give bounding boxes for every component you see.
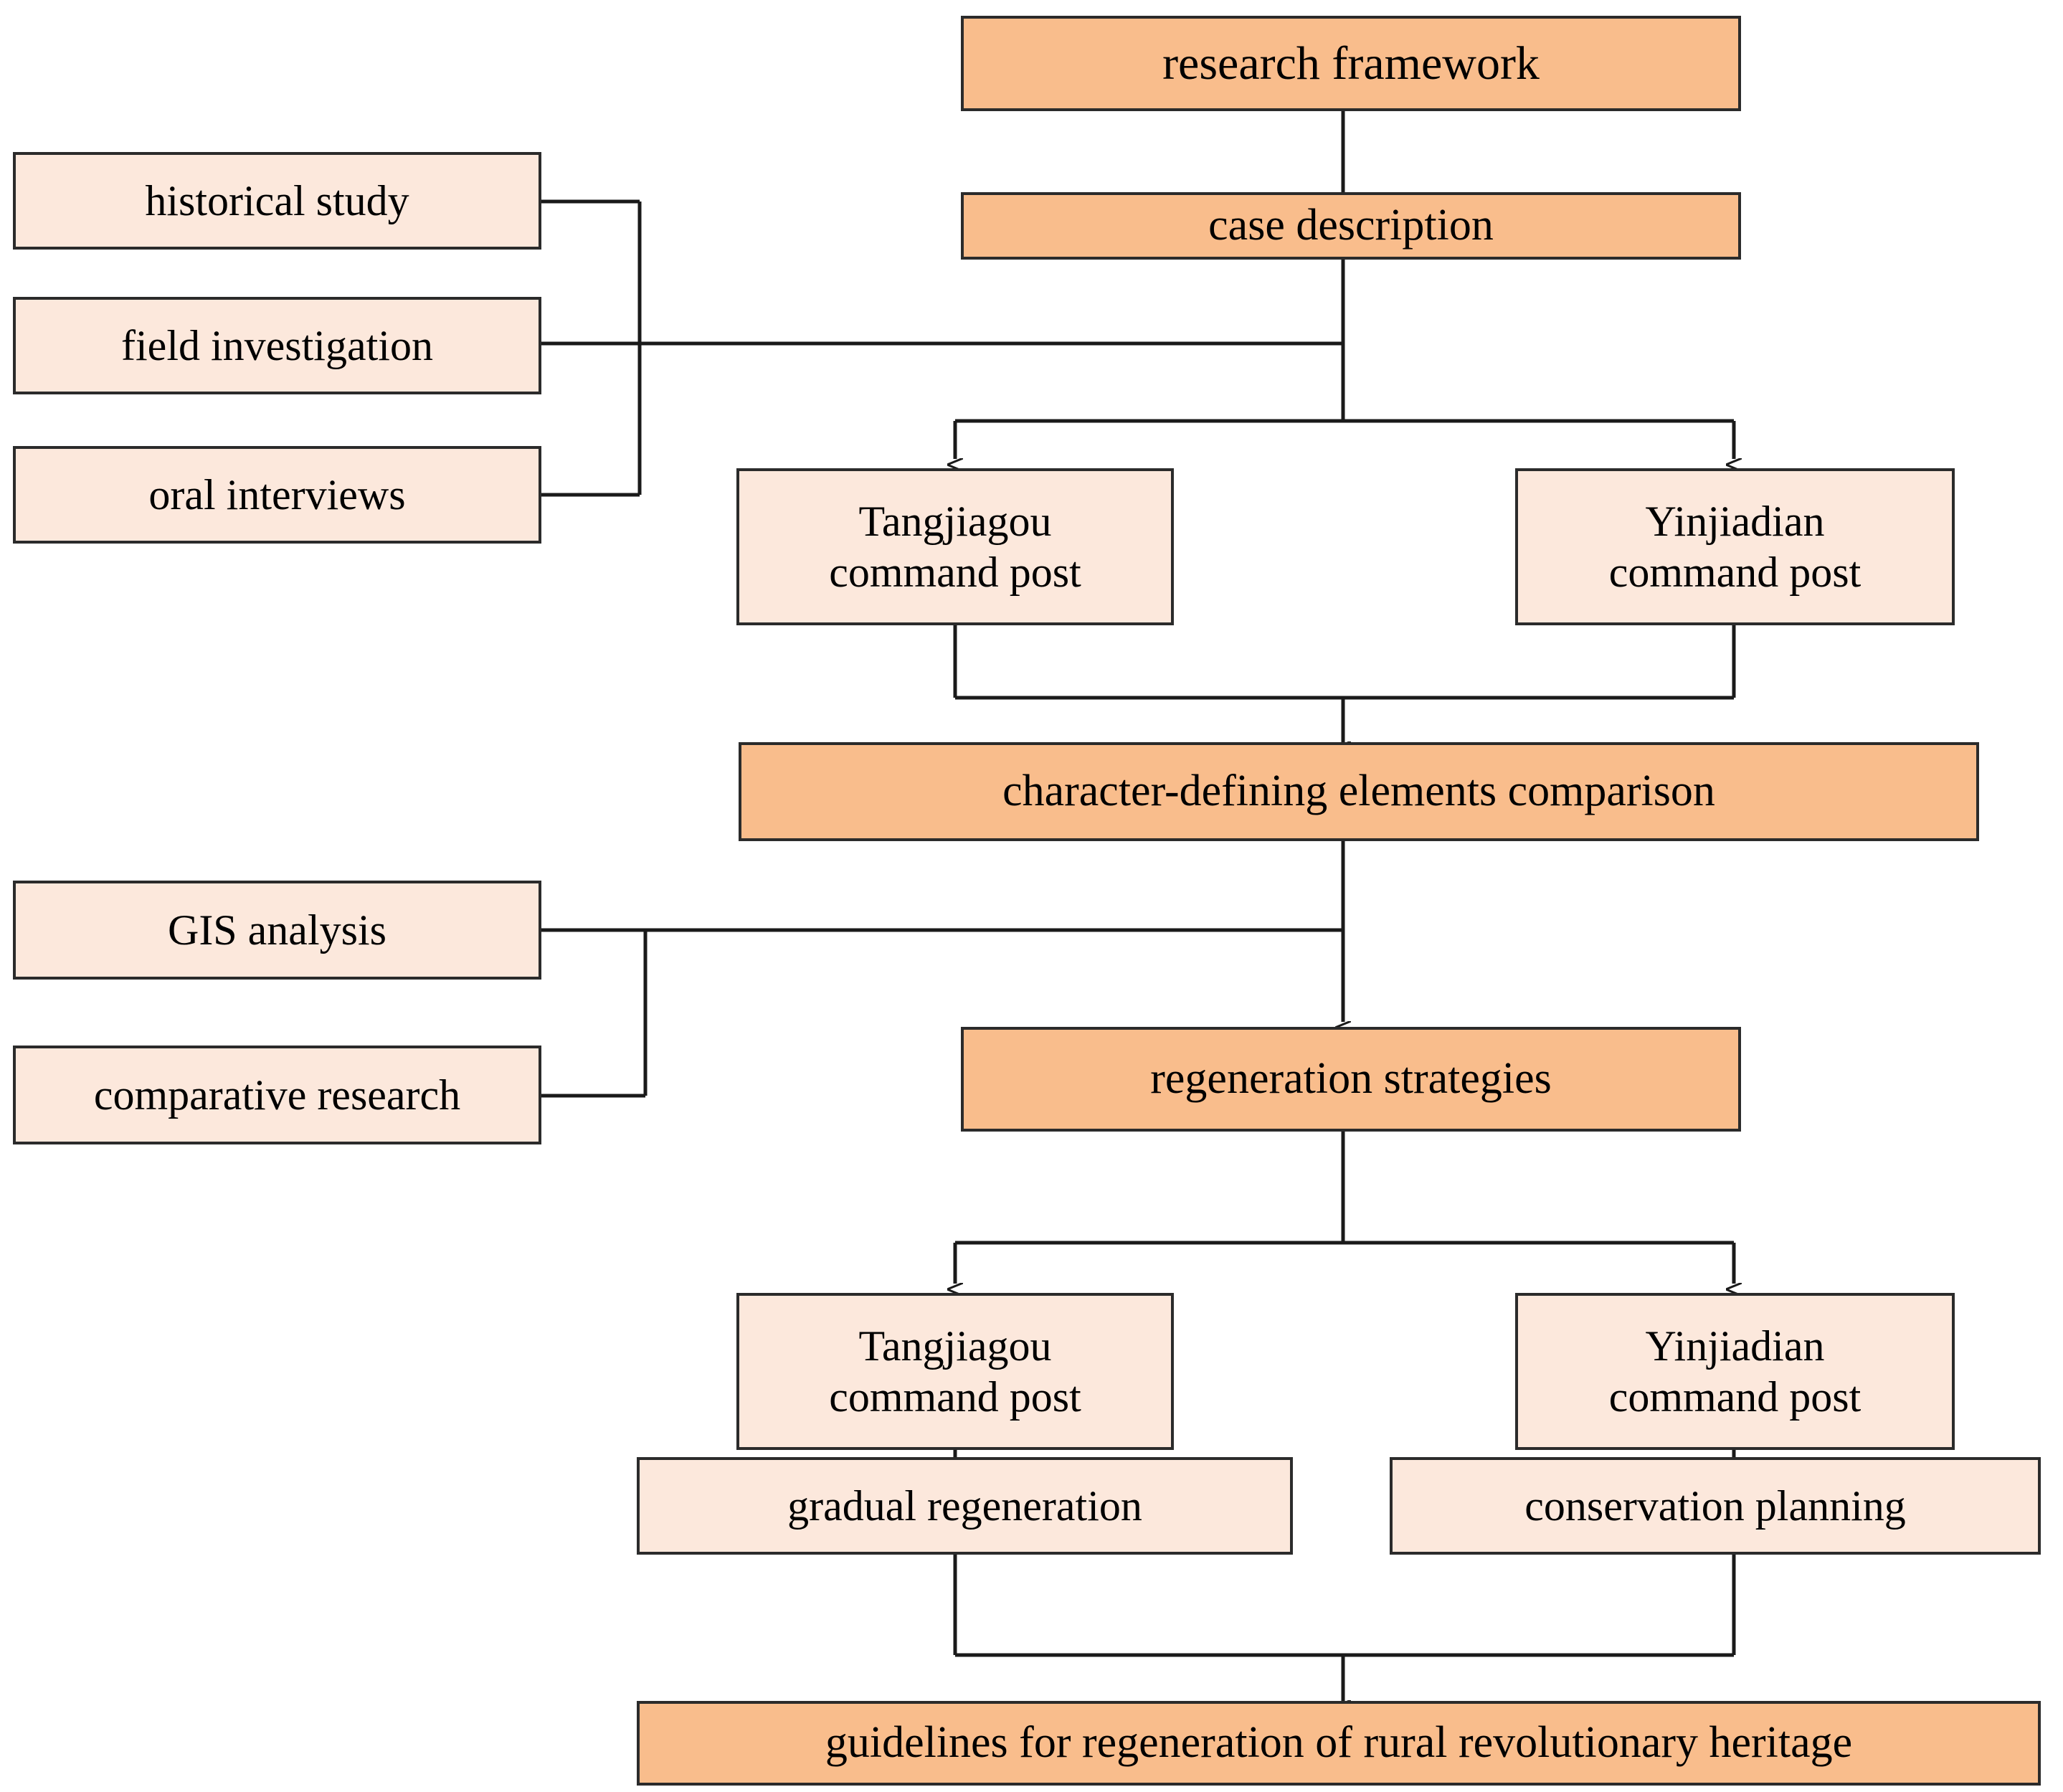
node-conservation-planning-label: conservation planning	[1524, 1482, 1906, 1530]
node-yinjiadian-command-post-bottom[interactable]: Yinjiadian command post	[1515, 1293, 1955, 1450]
node-gis-analysis-label: GIS analysis	[168, 906, 386, 954]
node-research-framework-label: research framework	[1162, 37, 1540, 90]
node-tangjiagou-command-post-bottom[interactable]: Tangjiagou command post	[736, 1293, 1174, 1450]
node-comparative-research-label: comparative research	[93, 1071, 461, 1119]
node-conservation-planning[interactable]: conservation planning	[1390, 1457, 2041, 1555]
node-yinjiadian-command-post-top[interactable]: Yinjiadian command post	[1515, 468, 1955, 625]
node-guidelines-for-regeneration[interactable]: guidelines for regeneration of rural rev…	[637, 1701, 2041, 1786]
node-gradual-regeneration[interactable]: gradual regeneration	[637, 1457, 1293, 1555]
node-character-defining-elements-comparison-label: character-defining elements comparison	[1002, 767, 1715, 816]
node-case-description[interactable]: case description	[961, 192, 1741, 260]
node-oral-interviews-label: oral interviews	[148, 470, 406, 518]
node-gis-analysis[interactable]: GIS analysis	[13, 881, 541, 980]
node-tangjiagou-command-post-top[interactable]: Tangjiagou command post	[736, 468, 1174, 625]
node-tangjiagou-command-post-top-label: Tangjiagou command post	[829, 497, 1081, 596]
node-research-framework[interactable]: research framework	[961, 16, 1741, 111]
node-tangjiagou-command-post-bottom-label: Tangjiagou command post	[829, 1322, 1081, 1421]
node-regeneration-strategies[interactable]: regeneration strategies	[961, 1027, 1741, 1132]
node-case-description-label: case description	[1208, 201, 1494, 250]
node-historical-study[interactable]: historical study	[13, 152, 541, 250]
node-field-investigation[interactable]: field investigation	[13, 297, 541, 394]
node-yinjiadian-command-post-bottom-label: Yinjiadian command post	[1608, 1322, 1862, 1421]
node-field-investigation-label: field investigation	[121, 321, 433, 369]
node-character-defining-elements-comparison[interactable]: character-defining elements comparison	[739, 742, 1979, 841]
node-yinjiadian-command-post-top-label: Yinjiadian command post	[1608, 497, 1862, 596]
node-historical-study-label: historical study	[145, 176, 409, 224]
node-guidelines-for-regeneration-label: guidelines for regeneration of rural rev…	[825, 1718, 1853, 1768]
node-gradual-regeneration-label: gradual regeneration	[787, 1482, 1142, 1530]
node-oral-interviews[interactable]: oral interviews	[13, 446, 541, 544]
node-comparative-research[interactable]: comparative research	[13, 1046, 541, 1144]
node-regeneration-strategies-label: regeneration strategies	[1150, 1054, 1552, 1104]
